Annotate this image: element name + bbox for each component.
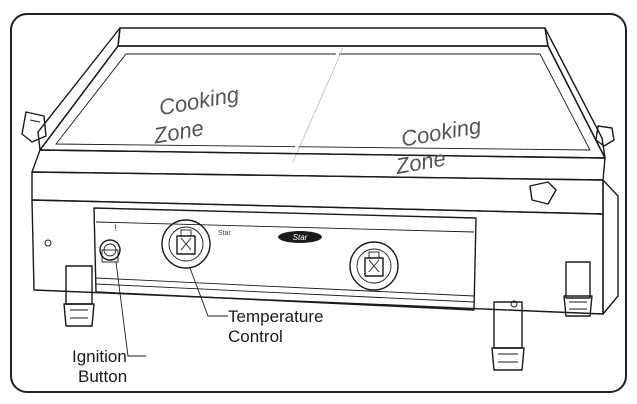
temperature-label-line1: Temperature	[228, 307, 323, 326]
temperature-knob-right[interactable]	[349, 241, 399, 291]
leg-front-right	[491, 301, 525, 371]
griddle: Star Star !	[21, 27, 619, 371]
control-panel	[93, 207, 477, 311]
brand-badge-text: Star	[293, 233, 308, 242]
right-handle-back	[595, 125, 615, 147]
brand-badge	[278, 231, 322, 243]
cabinet-front	[31, 199, 604, 315]
leg-back-right	[563, 261, 593, 317]
right-handle-front	[529, 181, 557, 205]
leg-front-left	[63, 265, 95, 327]
diagram-frame	[10, 13, 627, 393]
griddle-plate-rim	[55, 53, 591, 151]
temperature-label-line2: Control	[228, 327, 283, 346]
temperature-leader-line	[189, 267, 228, 317]
zone-divider-edge	[292, 47, 344, 163]
ignition-label-line1: Ignition	[72, 347, 127, 366]
screw-left	[44, 239, 52, 247]
zone-divider	[288, 47, 342, 163]
ignition-mark: !	[114, 223, 117, 233]
ignition-label-line2: Button	[78, 367, 127, 386]
screw-right	[510, 300, 518, 308]
cabinet-right-side	[602, 179, 619, 315]
ignition-leader-line	[115, 261, 146, 357]
temperature-knob-left[interactable]	[161, 219, 211, 269]
left-handle	[21, 111, 47, 143]
ignition-button[interactable]	[99, 239, 121, 263]
panel-marking: Star	[218, 230, 232, 237]
